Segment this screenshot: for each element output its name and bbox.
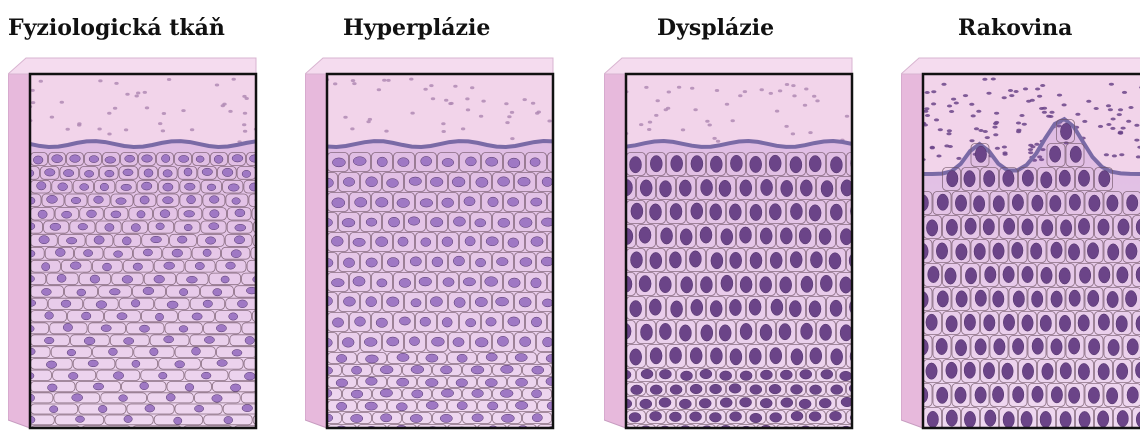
title-dysplasia: Dysplázie bbox=[657, 10, 774, 46]
block-cancer bbox=[901, 56, 1140, 430]
block-dysplasia bbox=[604, 56, 854, 430]
block-hyperplasia bbox=[305, 56, 555, 430]
hyperplasia-illustration bbox=[305, 56, 555, 430]
normal-tissue-illustration bbox=[8, 56, 258, 430]
title-cancer: Rakovina bbox=[958, 10, 1072, 46]
dysplasia-illustration bbox=[604, 56, 854, 430]
block-normal-tissue bbox=[8, 56, 258, 430]
title-normal: Fyziologická tkáň bbox=[8, 10, 225, 46]
title-hyperplasia: Hyperplázie bbox=[343, 10, 490, 46]
cancer-illustration bbox=[901, 56, 1140, 430]
